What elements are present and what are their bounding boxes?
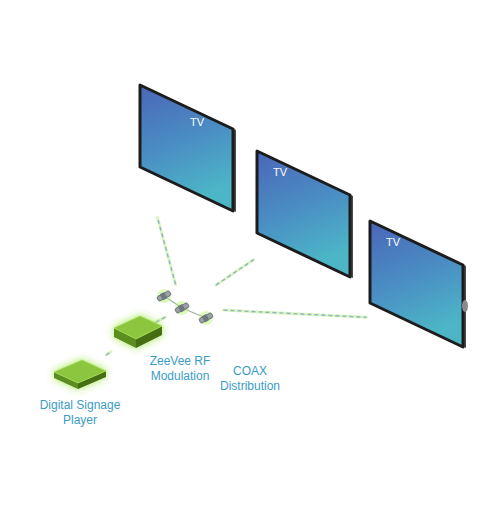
coax-cable bbox=[106, 352, 111, 355]
connector-glow bbox=[199, 311, 213, 325]
device-label: Digital Signage Player bbox=[30, 398, 130, 428]
coax-wire bbox=[164, 296, 206, 318]
tv-node: TV bbox=[255, 148, 353, 282]
connector-glow bbox=[157, 289, 171, 303]
tv-screen bbox=[368, 218, 466, 348]
coax-cable bbox=[216, 260, 254, 286]
signage-player bbox=[52, 356, 108, 392]
device-node: Digital Signage Player bbox=[52, 356, 108, 392]
cable-line bbox=[106, 352, 111, 355]
cable-glow bbox=[157, 217, 175, 284]
coax-cable bbox=[223, 310, 366, 317]
cable-glow bbox=[216, 260, 254, 286]
tv-label: TV bbox=[386, 236, 400, 249]
signage-player-top bbox=[54, 360, 106, 383]
tv-screen bbox=[255, 148, 353, 282]
device-label: COAX Distribution bbox=[215, 364, 285, 394]
tv-mount bbox=[462, 300, 468, 312]
tv-label: TV bbox=[273, 166, 287, 179]
device-node: COAX Distribution bbox=[150, 286, 222, 326]
f-connector bbox=[156, 290, 172, 303]
device-label: ZeeVee RF Modulation bbox=[138, 354, 222, 384]
tv-node: TV bbox=[368, 218, 466, 348]
cable-line bbox=[223, 310, 366, 317]
rf-modulator bbox=[112, 312, 164, 352]
cable-line bbox=[216, 260, 254, 286]
cable-glow bbox=[223, 310, 366, 317]
tv-panel bbox=[140, 85, 233, 211]
f-connector bbox=[174, 302, 190, 315]
rf-modulator-top bbox=[114, 316, 162, 339]
connector-glow bbox=[175, 301, 189, 315]
tv-panel bbox=[257, 151, 350, 277]
f-connector bbox=[198, 312, 214, 325]
tv-node: TV bbox=[138, 82, 238, 216]
tv-screen bbox=[138, 82, 238, 216]
tv-panel bbox=[370, 221, 463, 347]
coax-cable bbox=[157, 217, 175, 284]
tv-label: TV bbox=[190, 116, 204, 129]
cable-glow bbox=[106, 352, 111, 355]
cable-line bbox=[157, 217, 175, 284]
coax-splitter bbox=[150, 286, 222, 326]
device-node: ZeeVee RF Modulation bbox=[112, 312, 164, 352]
